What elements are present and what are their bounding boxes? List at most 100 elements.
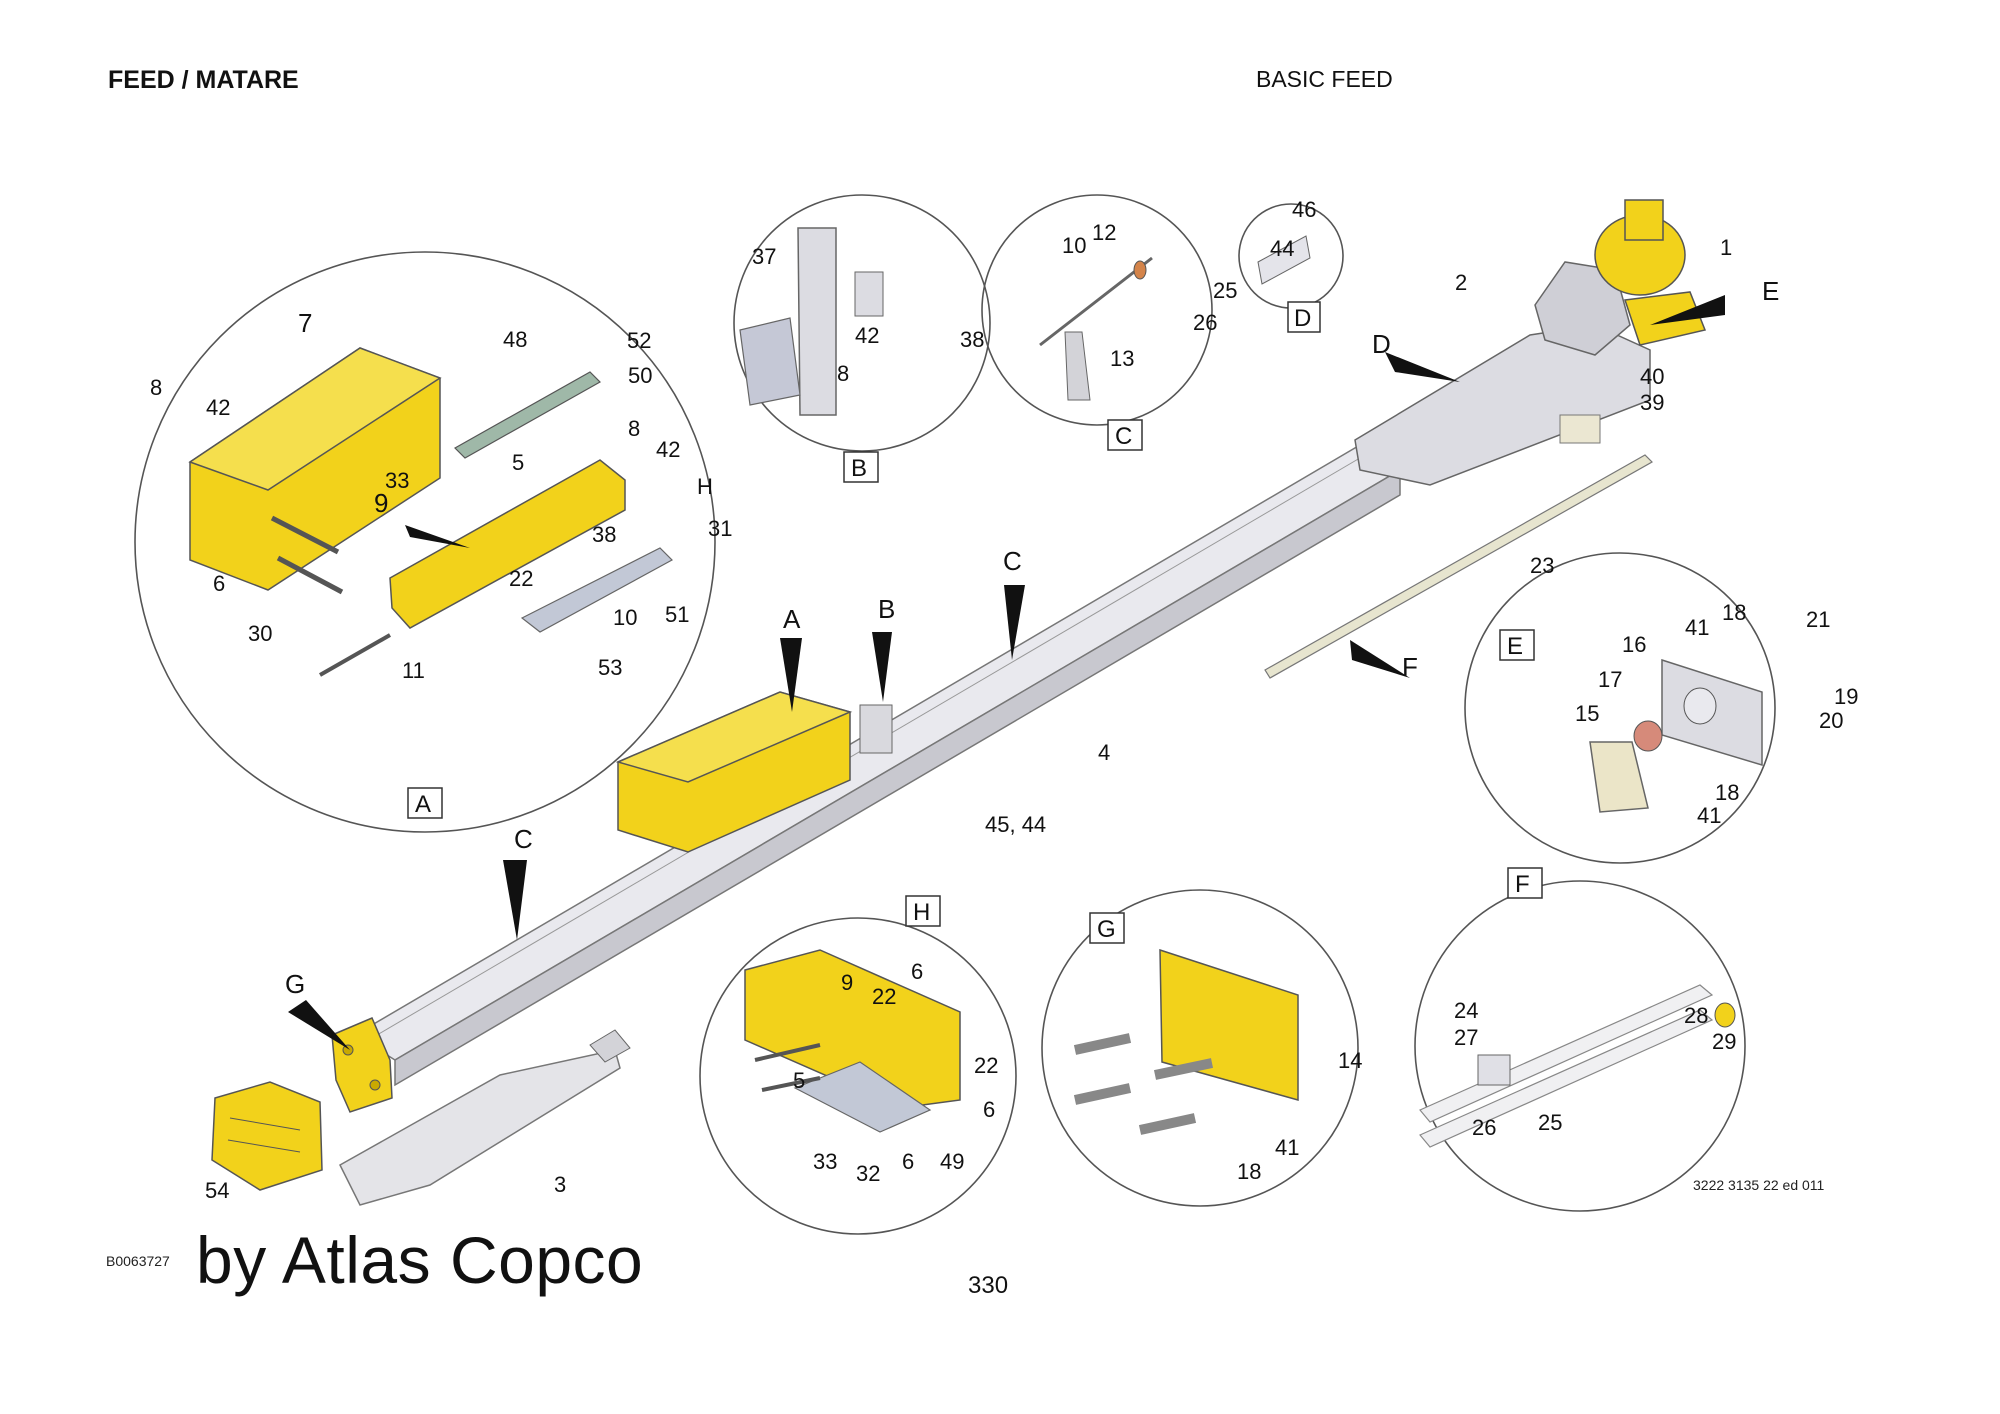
detail-a-callout: 5 xyxy=(512,450,524,475)
detail-h-tag xyxy=(905,895,941,927)
detail-h-letter: H xyxy=(913,899,930,926)
view-arrow-c-bottom xyxy=(503,860,527,940)
detail-h-callout: 49 xyxy=(940,1149,964,1174)
view-arrow-b xyxy=(872,632,892,702)
centralizer xyxy=(211,1081,323,1191)
detail-g xyxy=(1041,889,1359,1207)
main-callout: 3 xyxy=(554,1172,566,1197)
detail-e-callout: 17 xyxy=(1598,667,1622,692)
page-number: 330 xyxy=(968,1272,1009,1299)
detail-b-callout: 8 xyxy=(837,361,849,386)
view-arrow-g xyxy=(288,1000,350,1050)
main-callout: 4 xyxy=(1098,740,1110,765)
detail-a-callout: 48 xyxy=(503,327,527,352)
main-callout: 54 xyxy=(205,1178,229,1203)
detail-c xyxy=(981,194,1213,451)
feed-head xyxy=(1354,199,1707,486)
detail-e-letter: E xyxy=(1507,633,1523,660)
detail-h-callout: 9 xyxy=(841,970,853,995)
section-title: FEED / MATARE xyxy=(108,66,299,94)
detail-c-callout: 25 xyxy=(1213,278,1237,303)
detail-g-callout: 14 xyxy=(1338,1048,1362,1073)
detail-d xyxy=(1238,203,1344,333)
side-rail xyxy=(1264,414,1653,679)
main-callout: C xyxy=(514,824,533,854)
detail-e-callout: 20 xyxy=(1819,708,1843,733)
view-arrow-e xyxy=(1650,295,1725,325)
detail-a-callout: 42 xyxy=(206,395,230,420)
detail-c-callout: 13 xyxy=(1110,346,1134,371)
watermark: by Atlas Copco xyxy=(196,1223,644,1297)
detail-a-callout: 11 xyxy=(402,658,425,683)
detail-a-callout: 50 xyxy=(628,363,652,388)
detail-f-letter: F xyxy=(1515,871,1530,898)
detail-f-callout: 28 xyxy=(1684,1003,1708,1028)
main-callout: 1 xyxy=(1720,235,1732,260)
detail-e-tag xyxy=(1499,629,1535,661)
detail-c-callout: 12 xyxy=(1092,220,1116,245)
detail-b xyxy=(733,194,991,483)
detail-a-callout: 7 xyxy=(298,308,312,338)
detail-d-tag xyxy=(1287,301,1321,333)
detail-e-callout: 19 xyxy=(1834,684,1858,709)
detail-c-callout: 26 xyxy=(1193,310,1217,335)
detail-a-callout: H xyxy=(697,474,713,499)
view-arrow-c-top xyxy=(1004,585,1025,660)
detail-a-callout: 10 xyxy=(613,605,637,630)
detail-e-callout: 41 xyxy=(1685,615,1709,640)
main-callout: B xyxy=(878,594,895,624)
cradle xyxy=(339,1029,631,1206)
detail-g-callout: 41 xyxy=(1275,1135,1299,1160)
detail-h-callout: 6 xyxy=(983,1097,995,1122)
main-callout: A xyxy=(783,604,801,634)
detail-a-callout: 6 xyxy=(213,571,225,596)
detail-a-callout: 38 xyxy=(592,522,616,547)
detail-a-callout: 52 xyxy=(627,328,651,353)
main-callout: 40 xyxy=(1640,364,1664,389)
detail-e xyxy=(1464,552,1776,864)
detail-a-callout: 8 xyxy=(628,416,640,441)
detail-a-callout: 33 xyxy=(385,468,409,493)
detail-f-callout: 25 xyxy=(1538,1110,1562,1135)
detail-b-callout: 42 xyxy=(855,323,879,348)
detail-a xyxy=(134,251,716,833)
detail-b-tag xyxy=(843,451,879,483)
main-callout: 23 xyxy=(1530,553,1554,578)
bracket-40 xyxy=(1559,414,1601,444)
detail-h-callout: 5 xyxy=(793,1068,805,1093)
detail-e-callout: 16 xyxy=(1622,632,1646,657)
detail-a-callout: 51 xyxy=(665,602,689,627)
main-callout: G xyxy=(285,969,305,999)
hose-box xyxy=(615,691,853,853)
detail-h-callout: 6 xyxy=(911,959,923,984)
view-arrow-d xyxy=(1385,352,1460,382)
detail-e-callout: 41 xyxy=(1697,803,1721,828)
detail-e-callout: 21 xyxy=(1806,607,1830,632)
detail-e-callout: 18 xyxy=(1715,780,1739,805)
detail-h-callout: 32 xyxy=(856,1161,880,1186)
view-arrow-h xyxy=(405,525,470,548)
main-callout: 2 xyxy=(1455,270,1467,295)
detail-a-letter: A xyxy=(415,791,431,818)
detail-b-callout: 37 xyxy=(752,244,776,269)
main-callout: C xyxy=(1003,546,1022,576)
detail-b-letter: B xyxy=(851,455,867,482)
detail-a-callout: 53 xyxy=(598,655,622,680)
main-callout: 39 xyxy=(1640,390,1664,415)
detail-a-callout: 8 xyxy=(150,375,162,400)
detail-e-callout: 18 xyxy=(1722,600,1746,625)
main-callout: D xyxy=(1372,329,1391,359)
main-callout: F xyxy=(1402,652,1418,682)
main-callout: E xyxy=(1762,276,1779,306)
detail-f-callout: 29 xyxy=(1712,1029,1736,1054)
detail-f xyxy=(1414,867,1746,1212)
detail-f-callout: 26 xyxy=(1472,1115,1496,1140)
detail-b-callout: 38 xyxy=(960,327,984,352)
detail-e-callout: 15 xyxy=(1575,701,1599,726)
view-arrow-f xyxy=(1350,640,1410,678)
view-arrow-a xyxy=(780,638,802,712)
detail-a-callout: 22 xyxy=(509,566,533,591)
